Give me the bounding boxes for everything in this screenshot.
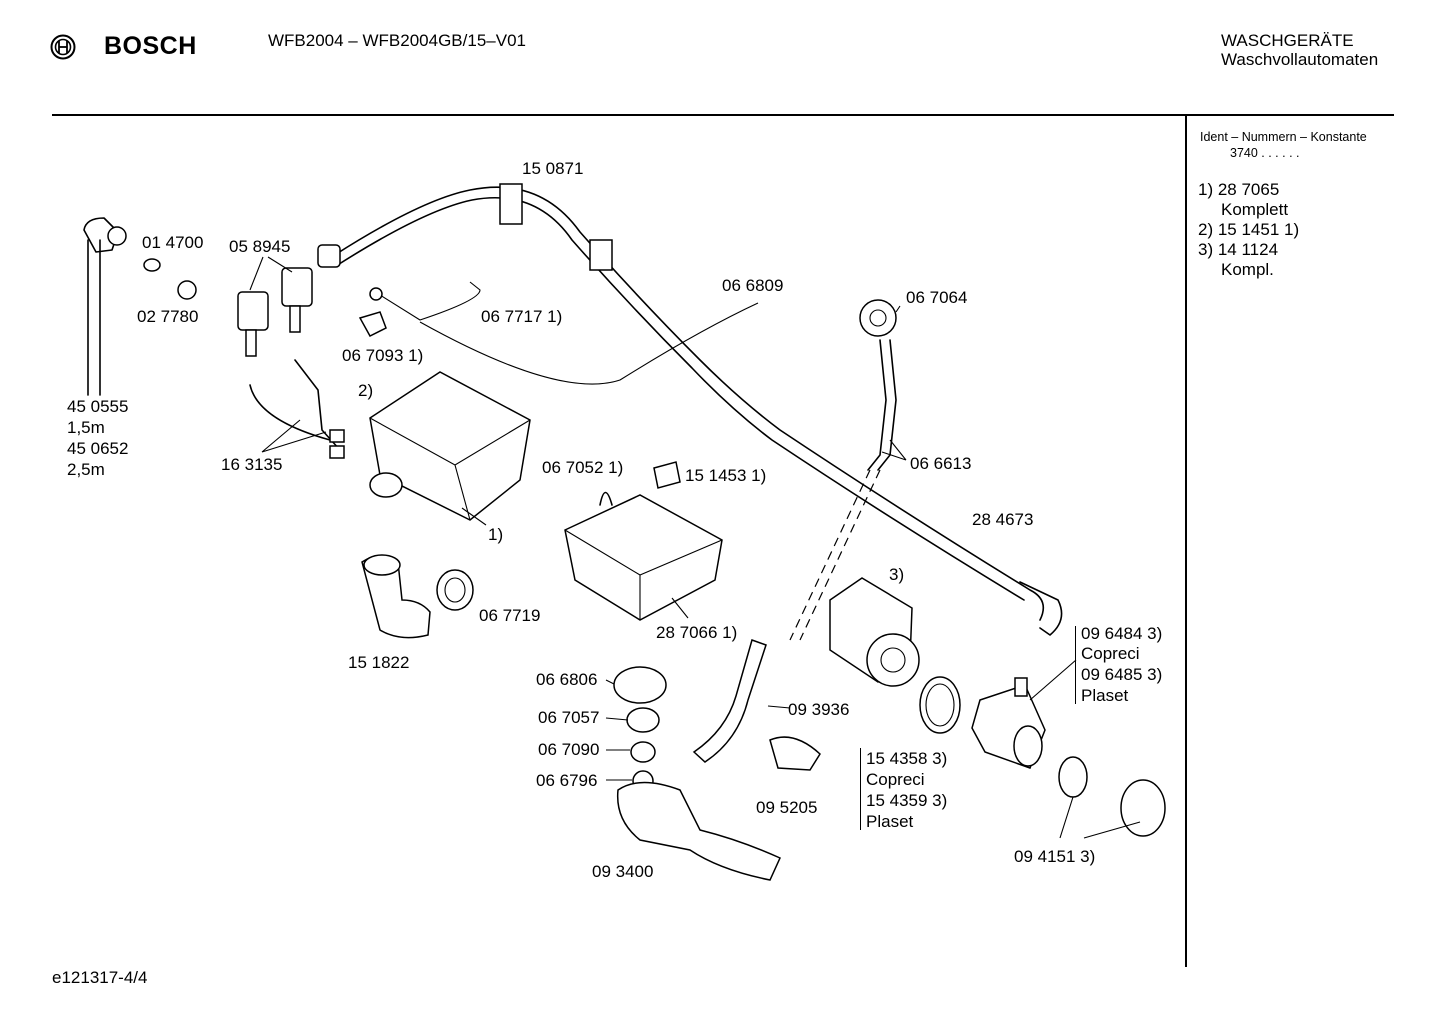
label-450652: 45 0652 [67, 439, 129, 458]
label-163135: 16 3135 [221, 455, 283, 474]
label-287066: 28 7066 1) [656, 623, 738, 642]
label-014700: 01 4700 [142, 233, 204, 252]
wire-eye [369, 287, 383, 301]
label-151453: 15 1453 1) [685, 466, 767, 485]
label-450555: 45 0555 [67, 397, 129, 416]
label-066806: 06 6806 [536, 670, 598, 689]
label-copreci-pump: Copreci [1081, 644, 1140, 663]
label-067719: 06 7719 [479, 606, 541, 625]
label-066809: 06 6809 [722, 276, 784, 295]
drain-pump [829, 577, 961, 734]
brand-name: BOSCH [104, 32, 197, 60]
label-067064: 06 7064 [906, 288, 968, 307]
clip-part [358, 311, 387, 337]
category-subtitle: Waschvollautomaten [1221, 50, 1379, 69]
wire-loop [419, 302, 759, 385]
label-095205: 09 5205 [756, 798, 818, 817]
label-length-15m: 1,5m [67, 418, 105, 437]
label-note-3: 3) [889, 565, 905, 584]
label-096484: 09 6484 3) [1081, 624, 1163, 643]
label-066613: 06 6613 [910, 454, 972, 473]
sump-seal [613, 666, 667, 704]
bellows-hose [361, 554, 474, 639]
category-title: WASCHGERÄTE [1221, 31, 1354, 50]
inlet-valves [237, 256, 313, 357]
note-2: 2) 15 1451 1) [1198, 220, 1300, 239]
hose-clip [769, 736, 821, 771]
label-067093: 06 7093 1) [342, 346, 424, 365]
note-3: 3) 14 1124 [1198, 240, 1279, 259]
bearing-ring [626, 707, 660, 733]
bosch-logo-icon [50, 34, 76, 60]
label-note-1: 1) [488, 525, 504, 544]
pump-housing [971, 659, 1166, 839]
side-panel-divider [1185, 116, 1187, 967]
sump [616, 781, 781, 881]
connecting-hoses [249, 359, 345, 459]
label-093400: 09 3400 [592, 862, 654, 881]
pressure-switch [789, 299, 907, 641]
label-094151: 09 4151 3) [1014, 847, 1096, 866]
drawing-id: e121317-4/4 [52, 968, 148, 987]
label-067052: 06 7052 1) [542, 458, 624, 477]
label-027780: 02 7780 [137, 307, 199, 326]
label-154359: 15 4359 3) [866, 791, 948, 810]
ident-constant: 3740 . . . . . . [1230, 146, 1300, 160]
label-plaset-seal: Plaset [866, 812, 914, 831]
detergent-housing [369, 371, 531, 526]
label-plaset-pump: Plaset [1081, 686, 1129, 705]
wire-bracket [379, 281, 481, 321]
seal-variant-bracket [860, 748, 861, 830]
model-title: WFB2004 – WFB2004GB/15–V01 [268, 31, 526, 50]
detergent-drawer [564, 461, 723, 621]
label-058945: 05 8945 [229, 237, 291, 256]
supply-hose [317, 183, 1063, 636]
label-151822: 15 1822 [348, 653, 410, 672]
label-284673: 28 4673 [972, 510, 1034, 529]
note-1: 1) 28 7065 [1198, 180, 1280, 199]
drain-hose-left [83, 217, 127, 396]
label-note-2: 2) [358, 381, 374, 400]
label-066796: 06 6796 [536, 771, 598, 790]
header-rule [52, 114, 1394, 116]
small-ring [630, 741, 656, 763]
note-1-desc: Komplett [1221, 200, 1289, 219]
label-096485: 09 6485 3) [1081, 665, 1163, 684]
label-093936: 09 3936 [788, 700, 850, 719]
label-length-25m: 2,5m [67, 460, 105, 479]
label-154358: 15 4358 3) [866, 749, 948, 768]
label-067090: 06 7090 [538, 740, 600, 759]
filter [177, 280, 197, 300]
label-150871: 15 0871 [522, 159, 584, 178]
note-3-desc: Kompl. [1221, 260, 1274, 279]
label-067057: 06 7057 [538, 708, 600, 727]
label-copreci-seal: Copreci [866, 770, 925, 789]
pump-variant-bracket [1075, 626, 1076, 704]
label-067717: 06 7717 1) [481, 307, 563, 326]
ident-title: Ident – Nummern – Konstante [1200, 130, 1367, 144]
seal-ring [143, 258, 161, 272]
drain-hose [692, 639, 767, 763]
